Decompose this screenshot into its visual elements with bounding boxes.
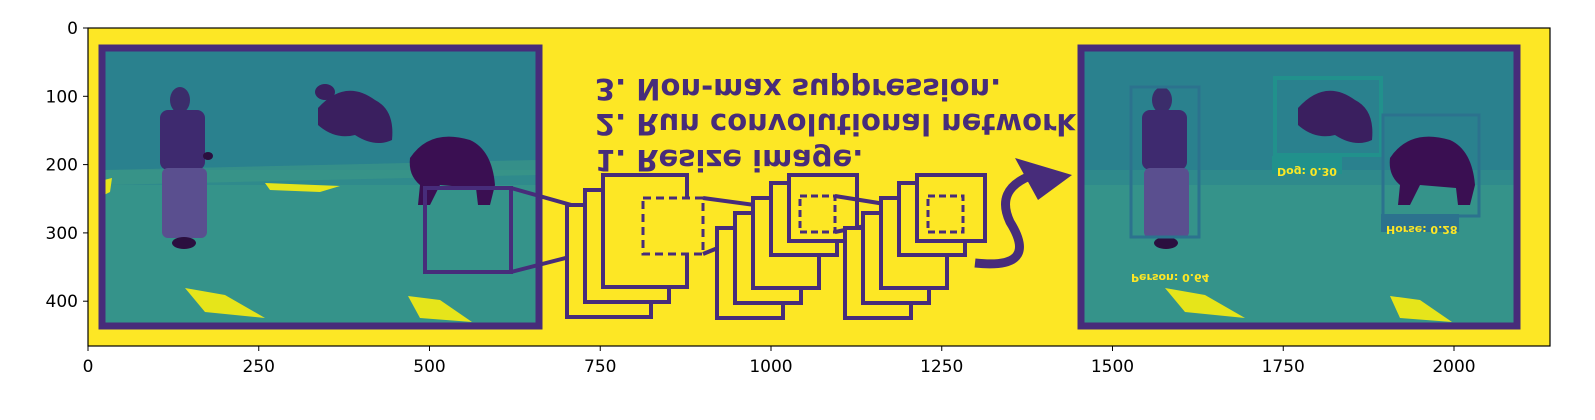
y-tick-label: 400 <box>46 292 78 312</box>
person-detection-box <box>1129 85 1201 239</box>
dog-label-bg <box>1272 156 1342 174</box>
x-tick-label: 1000 <box>749 357 792 377</box>
x-tick-label: 250 <box>243 357 275 377</box>
cnn-stack-3 <box>843 173 987 320</box>
x-tick-label: 1500 <box>1091 357 1134 377</box>
input-image-panel <box>98 44 543 330</box>
x-tick-label: 1750 <box>1262 357 1305 377</box>
x-tick-label: 1250 <box>920 357 963 377</box>
cnn-stack-1 <box>565 173 705 319</box>
x-tick-label: 500 <box>413 357 445 377</box>
person-label: Person: 0.64 <box>1131 271 1210 284</box>
y-axis: 0 100 200 300 400 <box>46 19 88 312</box>
step-2-text: 2. Run convolutional network. <box>595 107 1087 141</box>
output-image-frame <box>1077 44 1521 330</box>
x-tick-label: 2000 <box>1432 357 1475 377</box>
horse-label-bg <box>1381 214 1459 232</box>
input-image-frame <box>98 44 543 330</box>
cnn-stack-2 <box>715 173 859 320</box>
crop-region-box <box>423 186 513 274</box>
y-tick-label: 0 <box>67 19 78 39</box>
x-axis: 0 250 500 750 1000 1250 1500 1750 2000 <box>83 346 1476 377</box>
horse-label: Horse: 0.28 <box>1386 223 1458 236</box>
dog-detection-box <box>1273 76 1383 157</box>
axes-frame <box>87 27 1551 347</box>
curved-arrow <box>974 171 1032 269</box>
dog-figure <box>315 84 393 144</box>
output-image-panel: Dog: 0.30 Horse: 0.28 Person: 0.64 <box>1077 44 1521 330</box>
steps-text-block: 1. Resize image. 2. Run convolutional ne… <box>595 72 1087 177</box>
step-1-text: 1. Resize image. <box>595 143 863 177</box>
y-tick-label: 300 <box>46 224 78 244</box>
y-tick-label: 200 <box>46 156 78 176</box>
arrow-head <box>1015 158 1072 200</box>
dog-label: Dog: 0.30 <box>1277 165 1337 178</box>
person-figure <box>160 87 213 249</box>
x-tick-label: 750 <box>584 357 616 377</box>
y-tick-label: 100 <box>46 87 78 107</box>
x-tick-label: 0 <box>83 357 94 377</box>
step-3-text: 3. Non-max suppression. <box>595 72 1001 106</box>
